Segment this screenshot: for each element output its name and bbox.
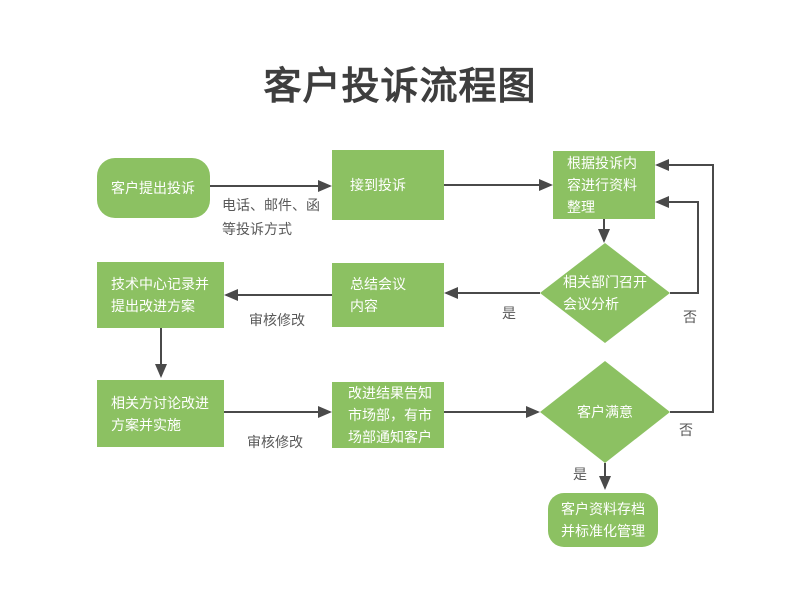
node-start-customer-complaint: 客户提出投诉 (97, 158, 210, 218)
node-discuss-implement: 相关方讨论改进 方案并实施 (97, 380, 224, 447)
node-label: 根据投诉内 容进行资料 整理 (567, 155, 637, 215)
node-label: 技术中心记录并 提出改进方案 (111, 276, 209, 314)
node-label: 相关方讨论改进 方案并实施 (111, 394, 209, 433)
edge-label-complaint-methods: 电话、邮件、函 等投诉方式 (222, 197, 320, 237)
edge-label-no-meeting: 否 (683, 309, 697, 325)
node-label: 接到投诉 (350, 177, 406, 193)
page-title: 客户投诉流程图 (263, 66, 537, 108)
node-summarize-meeting: 总结会议 内容 (332, 263, 444, 327)
edge-label-yes-satisfied: 是 (573, 466, 587, 482)
edge-label-review-modify-1: 审核修改 (249, 312, 305, 328)
node-label: 客户提出投诉 (111, 180, 195, 196)
node-label: 客户资料存档 并标准化管理 (561, 501, 645, 539)
node-tech-center-record: 技术中心记录并 提出改进方案 (97, 262, 224, 328)
node-organize-materials: 根据投诉内 容进行资料 整理 (553, 151, 655, 219)
arrow-satisfied-no-loop (655, 159, 714, 413)
arrow-meeting-no-loop (655, 196, 699, 294)
node-label: 客户满意 (577, 404, 633, 420)
edge-label-review-modify-2: 审核修改 (247, 434, 303, 450)
node-label: 改进结果告知 市场部，有市 场部通知客户 (348, 385, 432, 445)
node-receive-complaint: 接到投诉 (332, 150, 444, 220)
edge-label-yes-meeting: 是 (502, 305, 516, 321)
node-notify-customer: 改进结果告知 市场部，有市 场部通知客户 (332, 382, 444, 448)
node-archive-standardize: 客户资料存档 并标准化管理 (548, 493, 658, 547)
node-label: 总结会议 内容 (350, 276, 406, 314)
edge-label-no-satisfied: 否 (679, 422, 693, 438)
node-label: 相关部门召开 会议分析 (563, 274, 647, 312)
